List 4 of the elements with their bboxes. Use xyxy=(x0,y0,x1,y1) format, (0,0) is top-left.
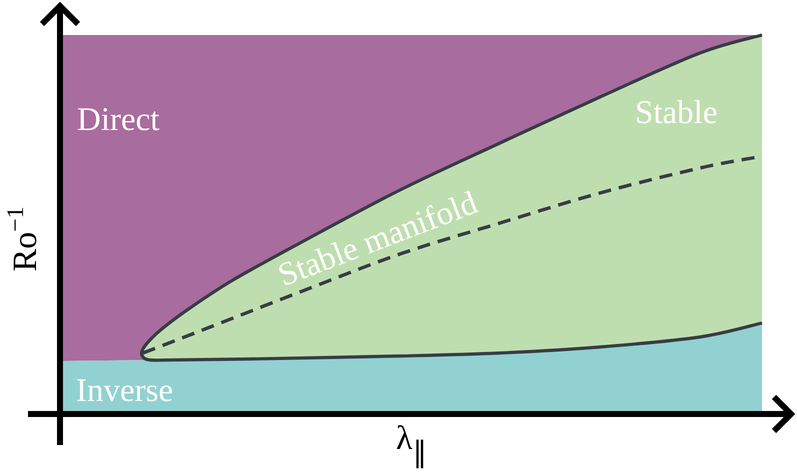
region-label: Stable xyxy=(635,97,718,130)
axis-label: λ$_{∥}$ xyxy=(396,420,428,471)
region-label: Inverse xyxy=(76,375,174,408)
region-label: Direct xyxy=(77,104,160,137)
